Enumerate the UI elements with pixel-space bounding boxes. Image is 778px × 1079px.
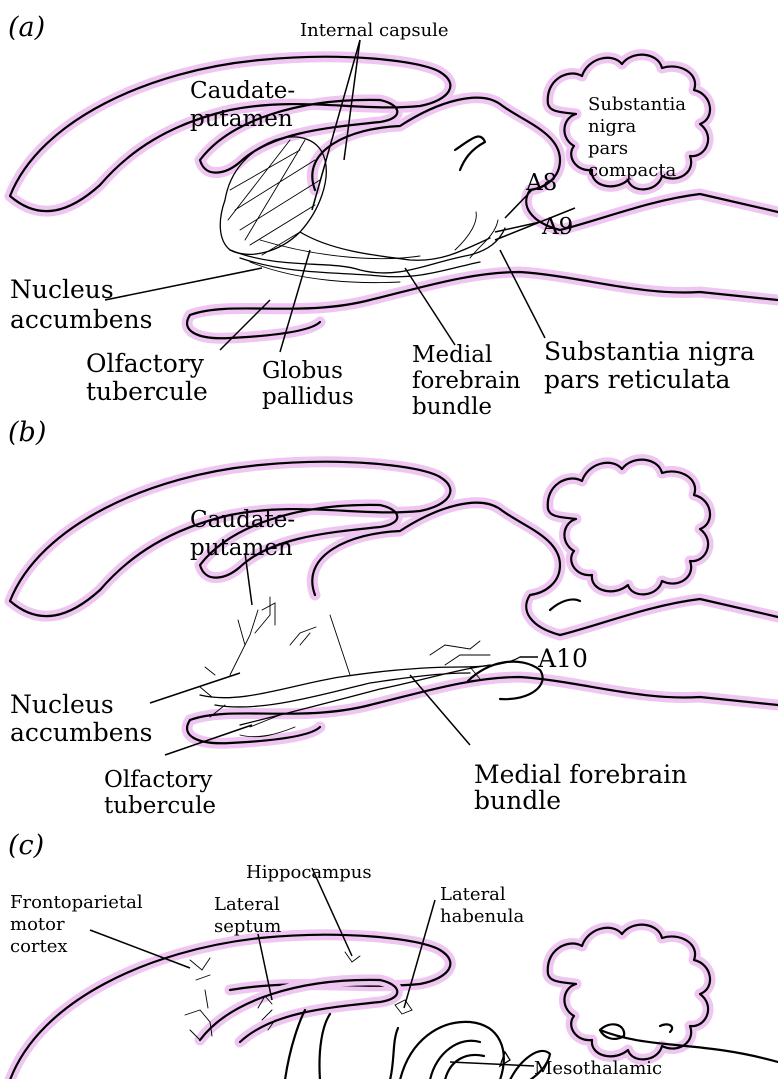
panel-b-tag: (b) xyxy=(8,417,46,448)
olfactory-tubercule-label-line1: Olfactory xyxy=(86,349,205,378)
frontoparietal-motor-cortex-label-line3: cortex xyxy=(10,936,68,957)
panel-a: (a) Internal capsule Caudate- putamen Su… xyxy=(8,12,778,420)
panel-c: (c) Hippocampus Frontoparietal motor cor… xyxy=(8,830,778,1079)
b-olfactory-tubercule-label-line2: tubercule xyxy=(104,793,216,819)
b-medial-forebrain-bundle-label-line1: Medial forebrain xyxy=(474,760,687,789)
b-caudate-putamen-label-line1: Caudate- xyxy=(190,507,295,533)
b-nucleus-accumbens-label-line2: accumbens xyxy=(10,718,152,747)
substantia-nigra-reticulata-label-line2: pars reticulata xyxy=(544,365,730,394)
a8-label: A8 xyxy=(525,170,557,196)
medial-forebrain-bundle-label-line1: Medial xyxy=(412,342,492,368)
nucleus-accumbens-label-line1: Nucleus xyxy=(10,275,114,304)
hippocampus-label: Hippocampus xyxy=(246,862,372,883)
b-nucleus-accumbens-label-line1: Nucleus xyxy=(10,690,114,719)
lateral-septum-label-line2: septum xyxy=(214,916,281,937)
caudate-putamen-label-line2: putamen xyxy=(190,106,293,132)
b-caudate-putamen-label-line2: putamen xyxy=(190,535,293,561)
caudate-putamen-label-line1: Caudate- xyxy=(190,78,295,104)
internal-capsule-label: Internal capsule xyxy=(300,20,449,41)
panel-c-brain-outline xyxy=(10,925,778,1079)
medial-forebrain-bundle-label-line2: forebrain xyxy=(412,368,521,394)
substantia-nigra-reticulata-label-line1: Substantia nigra xyxy=(544,337,755,366)
panel-b-leader-lines xyxy=(150,553,538,755)
lateral-habenula-label-line2: habenula xyxy=(440,906,524,927)
a9-label: A9 xyxy=(541,214,573,240)
b-olfactory-tubercule-label-line1: Olfactory xyxy=(104,767,212,793)
b-medial-forebrain-bundle-label-line2: bundle xyxy=(474,786,561,815)
substantia-nigra-compacta-label-line1: Substantia xyxy=(588,94,686,115)
lateral-habenula-label-line1: Lateral xyxy=(440,884,506,905)
nucleus-accumbens-label-line2: accumbens xyxy=(10,305,152,334)
frontoparietal-motor-cortex-label-line1: Frontoparietal xyxy=(10,892,143,913)
substantia-nigra-compacta-label-line2: nigra xyxy=(588,116,636,137)
mesothalamic-label: Mesothalamic xyxy=(534,1058,662,1079)
lateral-septum-label-line1: Lateral xyxy=(214,894,280,915)
a10-label: A10 xyxy=(537,644,588,673)
panel-a-tag: (a) xyxy=(8,12,45,43)
panel-b: (b) Caudate- putamen A10 Nucleus accumbe… xyxy=(8,417,778,819)
globus-pallidus-label-line2: pallidus xyxy=(262,384,354,410)
panel-a-caudate-fibers xyxy=(220,137,505,283)
panel-b-brain-outline xyxy=(10,460,778,744)
panel-c-tag: (c) xyxy=(8,830,44,861)
substantia-nigra-compacta-label-line4: compacta xyxy=(588,160,677,181)
medial-forebrain-bundle-label-line3: bundle xyxy=(412,394,492,420)
frontoparietal-motor-cortex-label-line2: motor xyxy=(10,914,65,935)
substantia-nigra-compacta-label-line3: pars xyxy=(588,138,628,159)
olfactory-tubercule-label-line2: tubercule xyxy=(86,377,208,406)
globus-pallidus-label-line1: Globus xyxy=(262,358,343,384)
